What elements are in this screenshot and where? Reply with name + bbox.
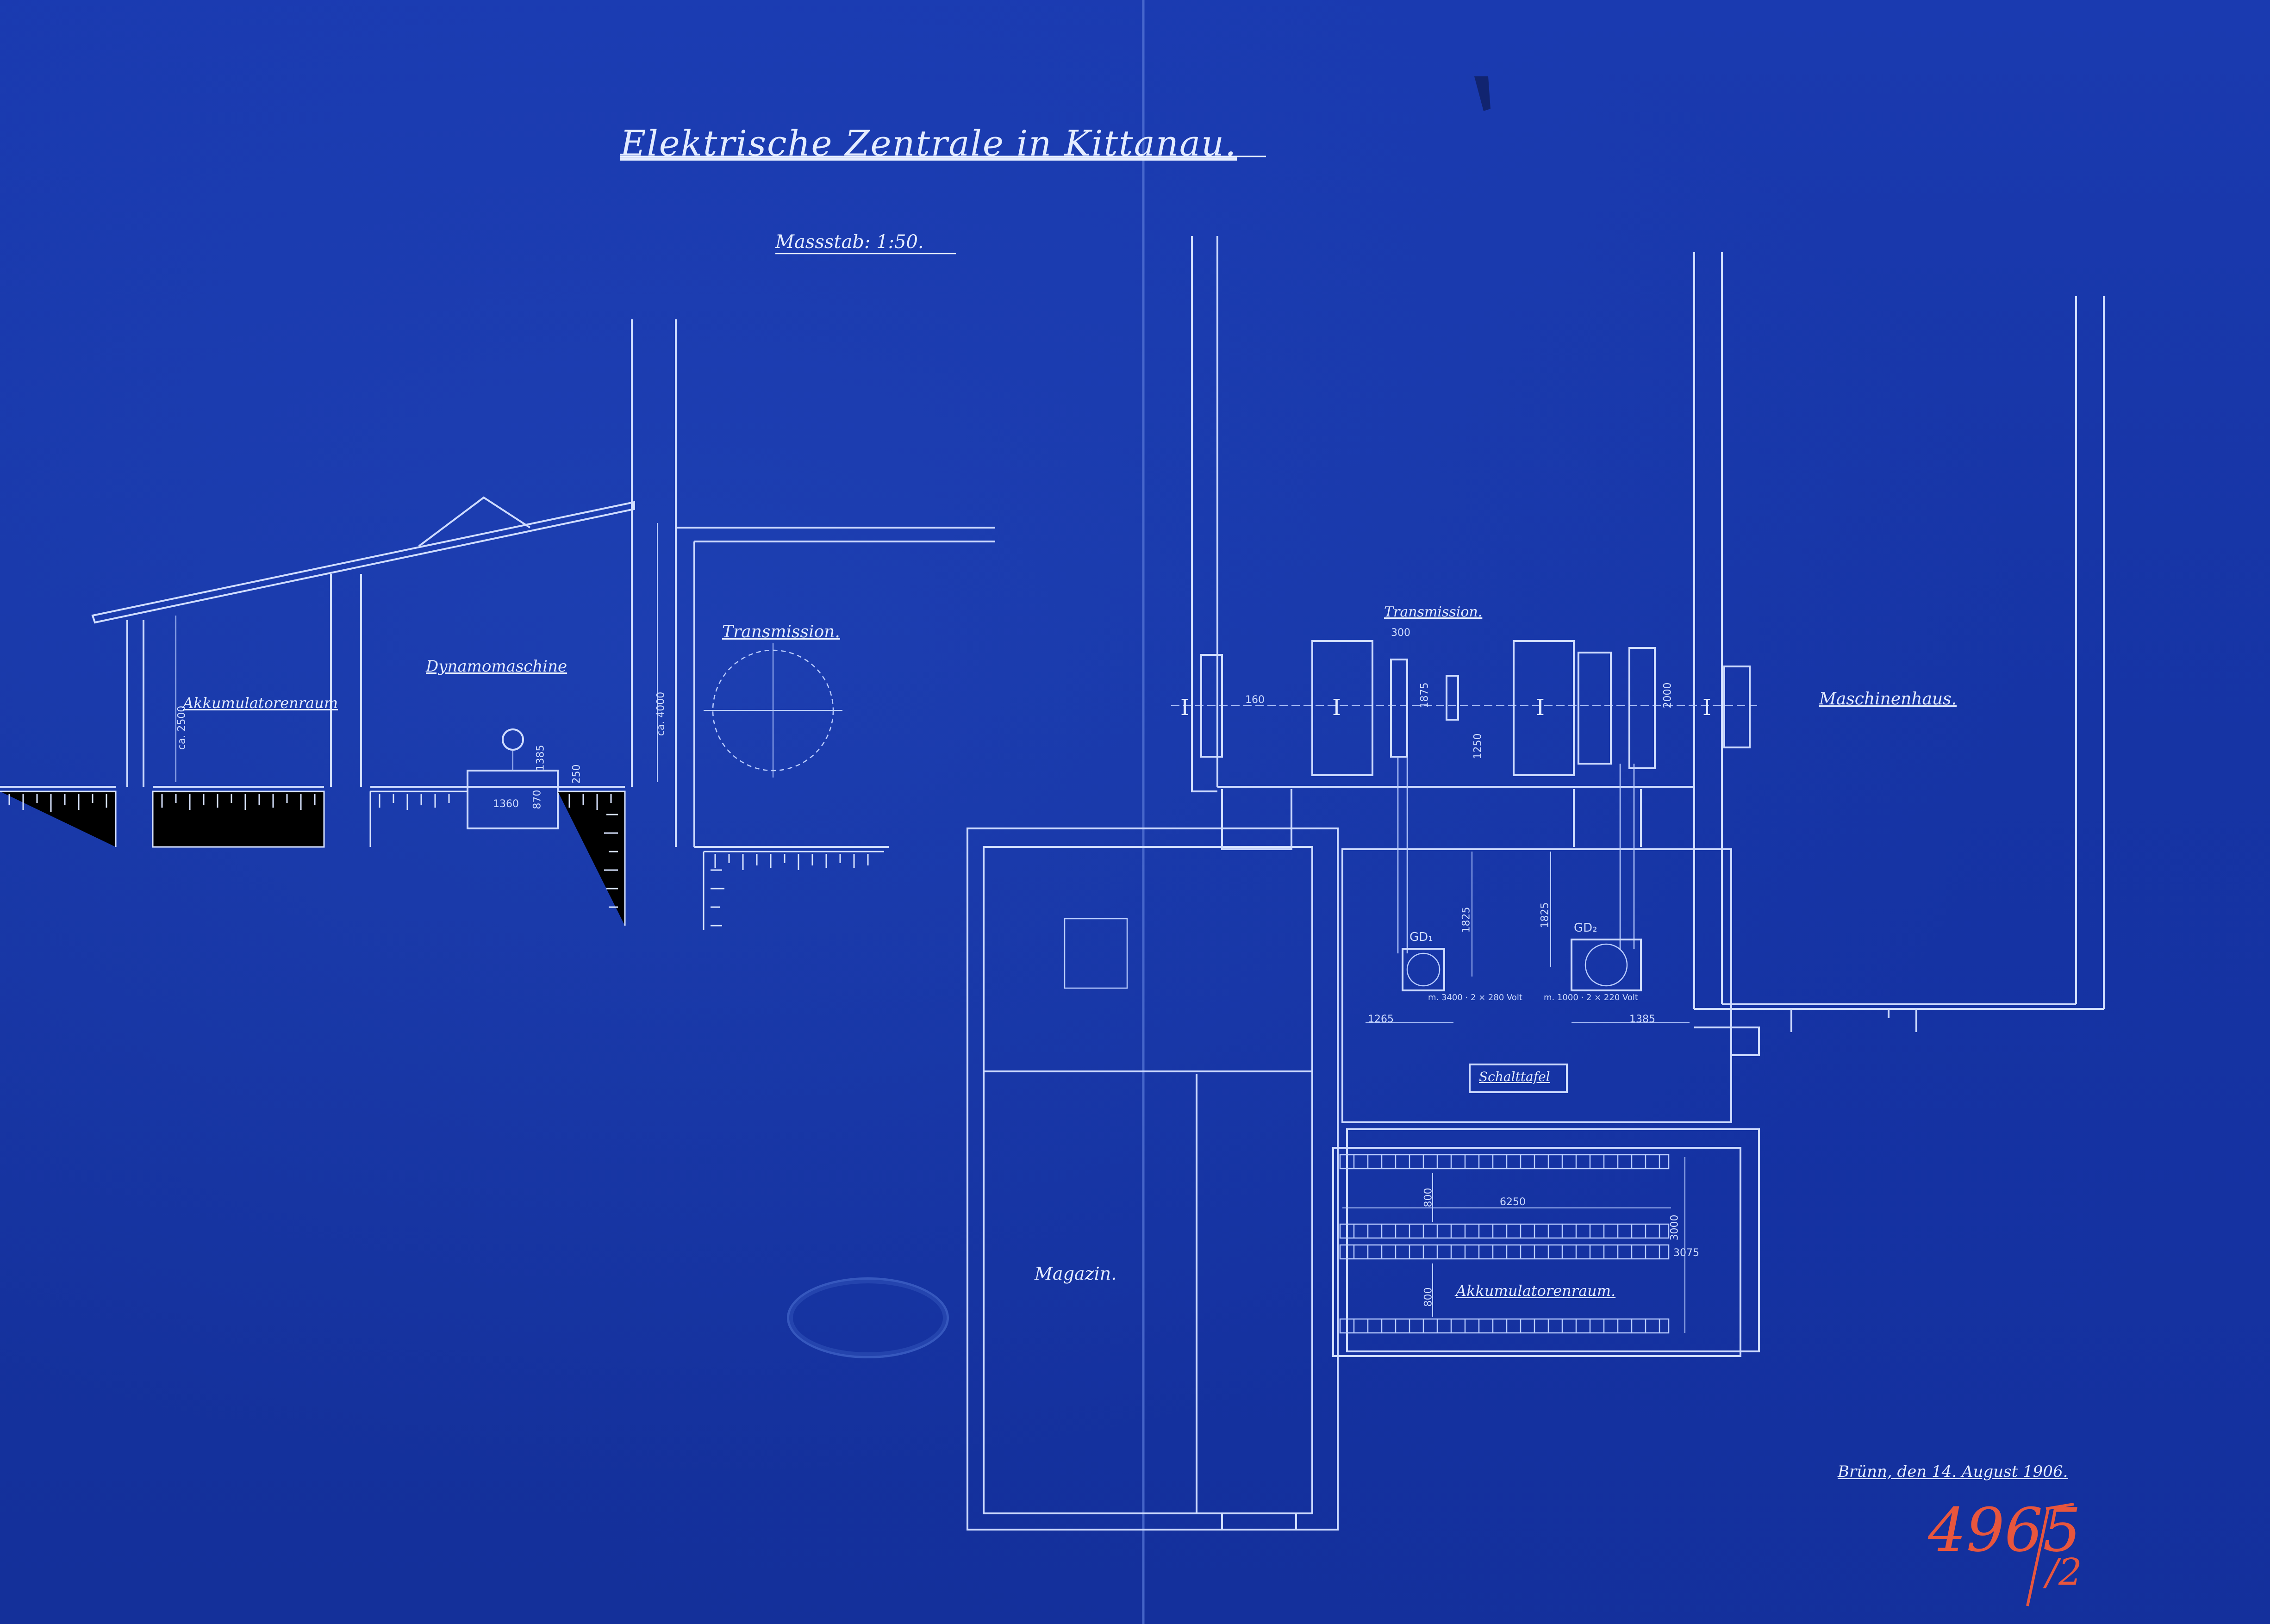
- battery-room-outer: [1332, 1147, 1741, 1357]
- label-maschinenhaus: Maschinenhaus.: [1819, 690, 1957, 709]
- dim-800b: 800: [1422, 1287, 1434, 1307]
- dim-300: 300: [1391, 627, 1410, 639]
- dim-1825b: 1825: [1539, 902, 1551, 928]
- inventory-slash: [2026, 1508, 2050, 1606]
- svg-text:I: I: [1332, 695, 1341, 721]
- dim-1875: 1875: [1419, 682, 1431, 709]
- dim-3075: 3075: [1673, 1247, 1699, 1259]
- dim-1360: 1360: [493, 798, 519, 810]
- label-akku-section: Akkumulatorenraum: [183, 694, 338, 712]
- dim-1385a: 1385: [535, 745, 547, 771]
- inventory-suffix: /2: [2046, 1550, 2082, 1593]
- magazine-outer: [967, 828, 1339, 1531]
- magazine-inner: [983, 846, 1313, 1514]
- battery-rows: [1339, 1154, 1670, 1334]
- archive-stamp: [787, 1277, 949, 1358]
- pulley-7: [1628, 647, 1656, 769]
- label-gd-left: GD₁: [1409, 930, 1433, 944]
- dynamo-room: [1341, 848, 1732, 1123]
- label-transmission-section: Transmission.: [722, 622, 840, 641]
- inventory-number: 4965: [1928, 1495, 2081, 1565]
- label-dynamo-section: Dynamomaschine: [426, 657, 568, 676]
- pulley-3: [1390, 659, 1408, 758]
- label-gd-right: GD₂: [1574, 921, 1597, 935]
- plan-view: I I I I: [967, 236, 2105, 1531]
- dynamo-pulley: [502, 728, 524, 751]
- pulley-4: [1446, 675, 1459, 721]
- pencil-mark: [1474, 76, 1490, 111]
- dim-6250: 6250: [1500, 1196, 1526, 1208]
- magazine-hatch: [1064, 918, 1128, 989]
- dim-ca-4000: ca. 4000: [655, 691, 667, 736]
- dim-1250: 1250: [1472, 733, 1484, 759]
- roof-slope: [91, 501, 635, 624]
- dim-160: 160: [1245, 694, 1265, 706]
- ground-hatch: [0, 790, 884, 930]
- dim-2000: 2000: [1662, 682, 1674, 709]
- dim-motor-left: m. 3400 · 2 × 280 Volt: [1428, 993, 1522, 1002]
- label-date: Brünn, den 14. August 1906.: [1838, 1462, 2068, 1481]
- section-view: [0, 319, 995, 930]
- label-schalttafel: Schalttafel: [1479, 1069, 1550, 1084]
- pulley-6: [1578, 652, 1612, 765]
- svg-text:I: I: [1702, 695, 1711, 721]
- svg-text:I: I: [1180, 695, 1189, 721]
- dim-3000: 3000: [1669, 1214, 1681, 1241]
- roof-vent: [418, 496, 531, 547]
- dim-1825a: 1825: [1460, 907, 1472, 933]
- dim-1385: 1385: [1629, 1014, 1655, 1025]
- pulley-1: [1200, 654, 1223, 758]
- dim-800a: 800: [1422, 1188, 1434, 1207]
- label-akku-plan: Akkumulatorenraum.: [1456, 1282, 1616, 1300]
- label-transmission-plan: Transmission.: [1384, 604, 1483, 620]
- dynamo-gd2: [1571, 939, 1642, 991]
- label-magazin: Magazin.: [1035, 1263, 1117, 1284]
- pulley-5: [1513, 640, 1575, 776]
- svg-text:I: I: [1536, 695, 1545, 721]
- switchboard: [1469, 1064, 1568, 1093]
- drawing-title: Elektrische Zentrale in Kittanau.: [620, 123, 1237, 164]
- pulley-8: [1723, 666, 1751, 748]
- pulley-2: [1311, 640, 1373, 776]
- dim-1265: 1265: [1368, 1014, 1394, 1025]
- dynamo-gd1: [1402, 948, 1445, 991]
- dim-ca-2500: ca. 2500: [176, 705, 188, 750]
- battery-room-inner: [1346, 1128, 1760, 1352]
- dim-250: 250: [571, 764, 583, 784]
- scale-label: Massstab: 1:50.: [775, 231, 924, 253]
- dim-870: 870: [531, 790, 543, 809]
- dim-motor-right: m. 1000 · 2 × 220 Volt: [1544, 993, 1638, 1002]
